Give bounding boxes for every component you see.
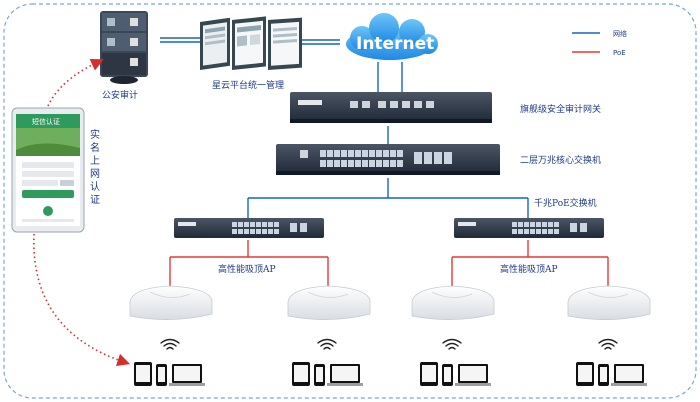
- diagram-frame: [3, 3, 697, 399]
- network-links: [160, 37, 529, 218]
- phone-screen-title: 短信认证: [32, 117, 60, 126]
- label-ap-left: 高性能吸顶AP: [218, 263, 276, 275]
- label-real-name-auth: 实名上网认证: [90, 128, 100, 206]
- label-cloud-platform: 星云平台统一管理: [212, 79, 284, 91]
- laptop-icon: [455, 364, 491, 386]
- label-gateway: 旗舰级安全审计网关: [520, 103, 601, 115]
- laptop-icon: [611, 364, 647, 386]
- poe-links: [169, 240, 609, 286]
- legend-network-label: 网络: [613, 29, 627, 38]
- label-ap-right: 高性能吸顶AP: [500, 263, 558, 275]
- access-point-3: [411, 285, 495, 320]
- vertical-caption: 实名上网认证: [90, 128, 100, 206]
- security-gateway-device: [290, 92, 492, 123]
- phone-screen-header: [16, 114, 80, 128]
- laptop-icon: [169, 364, 205, 386]
- label-poe-switch: 千兆PoE交换机: [534, 197, 597, 209]
- client-devices-1: [134, 362, 205, 386]
- poe-switch-right: [454, 218, 604, 238]
- legend-poe-label: PoE: [613, 49, 626, 57]
- client-devices-2: [292, 362, 363, 386]
- wifi-icon: [160, 338, 618, 350]
- access-point-2: [287, 285, 371, 320]
- client-devices-3: [420, 362, 491, 386]
- auth-arrow-to-clients: [33, 233, 131, 366]
- client-devices-4: [576, 362, 647, 386]
- cloud-platform-screens: [200, 16, 302, 70]
- police-audit-server: [100, 11, 148, 84]
- poe-switch-left: [174, 218, 324, 238]
- internet-cloud-icon: [346, 13, 438, 60]
- label-core-switch: 二层万兆核心交换机: [520, 154, 601, 166]
- auth-arrow-to-audit: [47, 58, 104, 107]
- sms-auth-phone: 短信认证: [11, 107, 85, 233]
- core-switch-device: [276, 144, 500, 175]
- label-internet: Internet: [356, 34, 434, 54]
- access-point-1: [129, 285, 213, 320]
- access-point-4: [567, 285, 651, 320]
- laptop-icon: [327, 364, 363, 386]
- label-police-audit: 公安审计: [102, 89, 138, 101]
- legend: 网络 PoE: [572, 29, 627, 57]
